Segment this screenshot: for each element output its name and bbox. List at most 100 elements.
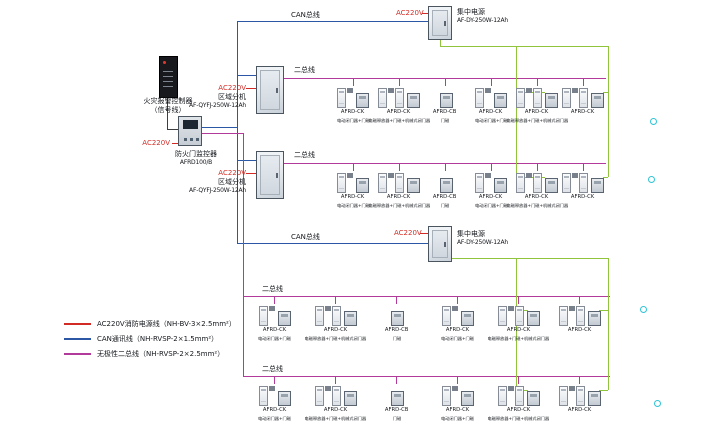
dc-power-wire xyxy=(603,177,608,178)
door-leaf-icon xyxy=(533,173,542,193)
afrd-module-box xyxy=(343,311,357,326)
psu-bottom-name: 集中电源 xyxy=(457,230,485,238)
device-hardware xyxy=(314,304,357,326)
door-closer-icon xyxy=(324,306,331,311)
door-device-group: AFRD-CK 电磁释放器+门磁+机械式闭门器 xyxy=(488,376,549,425)
central-power-supply-top xyxy=(428,6,452,40)
door-closer-icon xyxy=(324,386,331,391)
bus-drop-line xyxy=(444,163,446,171)
door-icons xyxy=(562,171,589,193)
legend-label: 无极性二总线（NH-RVSP-2×2.5mm²） xyxy=(97,349,225,358)
door-leaf-icon xyxy=(516,173,525,193)
zone-2-model: AF-QYFJ-250W-12Ah xyxy=(189,187,246,195)
can-bus-wire xyxy=(237,160,256,161)
bus-drop-line xyxy=(518,376,519,384)
module-label: AFRD-CK xyxy=(525,108,549,115)
bus-drop-line xyxy=(490,163,492,171)
zone-1-ac-label: AC220V xyxy=(218,84,246,92)
device-row-2: AFRD-CK 电动闭门器+门磁 AFRD-CK 电磁释放器+门磁+机械式闭门器… xyxy=(330,163,606,212)
device-label: 电动闭门器+门磁 xyxy=(258,336,291,342)
door-device-group: AFRD-CK 电磁释放器+门磁+机械式闭门器 xyxy=(368,78,430,127)
device-row-3: AFRD-CK 电动闭门器+门磁 AFRD-CK 电磁释放器+门磁+机械式闭门器… xyxy=(244,296,610,345)
door-icons xyxy=(337,171,354,193)
legend: AC220V消防电源线（NH-BV-3×2.5mm²） CAN通讯线（NH-RV… xyxy=(64,316,236,361)
door-device-group: AFRD-CB 门磁 xyxy=(366,296,427,345)
device-hardware xyxy=(389,304,404,326)
door-leaf-icon xyxy=(395,173,404,193)
door-device-group: AFRD-CK xyxy=(560,163,606,212)
bus-drop-line xyxy=(536,163,538,171)
device-label: 电磁释放器+门磁+机械式闭门器 xyxy=(487,416,550,422)
door-leaf-icon xyxy=(575,306,585,326)
monitor-model: AFRD100/B xyxy=(179,159,213,167)
psu-top-name: 集中电源 xyxy=(457,8,485,16)
psu-bottom-label: 集中电源 AF-DY-250W-12Ah xyxy=(457,230,508,247)
afrd-module-box xyxy=(591,93,604,108)
bus-drop-line xyxy=(582,78,584,86)
door-leaf-icon xyxy=(395,88,404,108)
device-hardware xyxy=(475,171,507,193)
can-bus-wire xyxy=(237,21,428,22)
device-hardware xyxy=(378,171,420,193)
door-closer-icon xyxy=(568,306,575,311)
fire-alarm-controller xyxy=(159,56,178,98)
zone-extension-1 xyxy=(256,66,284,114)
module-label: AFRD-CB xyxy=(384,326,409,333)
monitor-ac-label: AC220V xyxy=(142,139,170,147)
door-closer-icon xyxy=(451,306,458,311)
module-label: AFRD-CK xyxy=(506,406,531,413)
legend-label: AC220V消防电源线（NH-BV-3×2.5mm²） xyxy=(97,319,236,328)
dc-power-wire xyxy=(603,92,608,93)
two-wire-bus xyxy=(202,133,243,134)
door-closer-icon xyxy=(572,88,578,93)
door-leaf-icon xyxy=(378,88,387,108)
zone-1-name: 区域分机 xyxy=(218,93,246,102)
bus-drop-line xyxy=(579,296,580,304)
device-label: 电磁释放器+门磁+机械式闭门器 xyxy=(368,203,430,209)
zone-2-label: AC220V 区域分机 AF-QYFJ-250W-12Ah xyxy=(170,169,246,195)
door-closer-icon xyxy=(485,173,491,178)
door-icons xyxy=(337,86,354,108)
device-hardware xyxy=(258,384,291,406)
device-label: 电磁释放器+门磁+机械式闭门器 xyxy=(506,203,568,209)
door-icons xyxy=(441,304,459,326)
door-leaf-icon xyxy=(497,306,507,326)
door-icons xyxy=(378,171,405,193)
zone-extension-2 xyxy=(256,151,284,199)
door-icons xyxy=(475,171,492,193)
device-label: 电动闭门器+门磁 xyxy=(441,336,474,342)
dc-power-wire xyxy=(452,258,608,259)
module-label: AFRD-CB xyxy=(433,108,457,115)
afrd-module-box xyxy=(277,391,291,406)
device-label: 电动闭门器+门磁 xyxy=(474,203,508,209)
module-label: AFRD-CK xyxy=(445,406,470,413)
bus-drop-line xyxy=(457,376,458,384)
afrd-module-box xyxy=(545,93,558,108)
device-hardware xyxy=(438,86,453,108)
signal-line-note: （信号线） xyxy=(150,106,186,115)
afrd-module-box xyxy=(407,93,420,108)
bus-drop-line xyxy=(579,376,580,384)
can-bus-label-bottom: CAN总线 xyxy=(291,233,320,241)
device-label: 电磁释放器+门磁+机械式闭门器 xyxy=(304,336,367,342)
device-hardware xyxy=(475,86,507,108)
psu-top-label: 集中电源 AF-DY-250W-12Ah xyxy=(457,8,508,25)
dc-power-wire xyxy=(440,46,608,47)
psu-bottom-ac-label: AC220V xyxy=(394,229,422,237)
bus-drop-line xyxy=(396,296,397,304)
device-label: 门磁 xyxy=(392,416,401,422)
device-hardware xyxy=(378,86,420,108)
door-closer-icon xyxy=(268,386,275,391)
door-device-group: AFRD-CK 电磁释放器+门磁+机械式闭门器 xyxy=(305,296,366,345)
controller-name: 火灾报警控制器 xyxy=(143,97,193,105)
door-device-group: AFRD-CK 电动闭门器+门磁 xyxy=(427,376,488,425)
legend-item: 无极性二总线（NH-RVSP-2×2.5mm²） xyxy=(64,346,236,361)
legend-item: AC220V消防电源线（NH-BV-3×2.5mm²） xyxy=(64,316,236,331)
bus-drop-line xyxy=(582,163,584,171)
door-leaf-icon xyxy=(258,306,268,326)
central-power-supply-bottom xyxy=(428,226,452,262)
device-hardware xyxy=(516,171,558,193)
door-leaf-icon xyxy=(331,386,341,406)
door-icons xyxy=(314,304,342,326)
door-device-group: AFRD-CK 电磁释放器+门磁+机械式闭门器 xyxy=(506,163,568,212)
